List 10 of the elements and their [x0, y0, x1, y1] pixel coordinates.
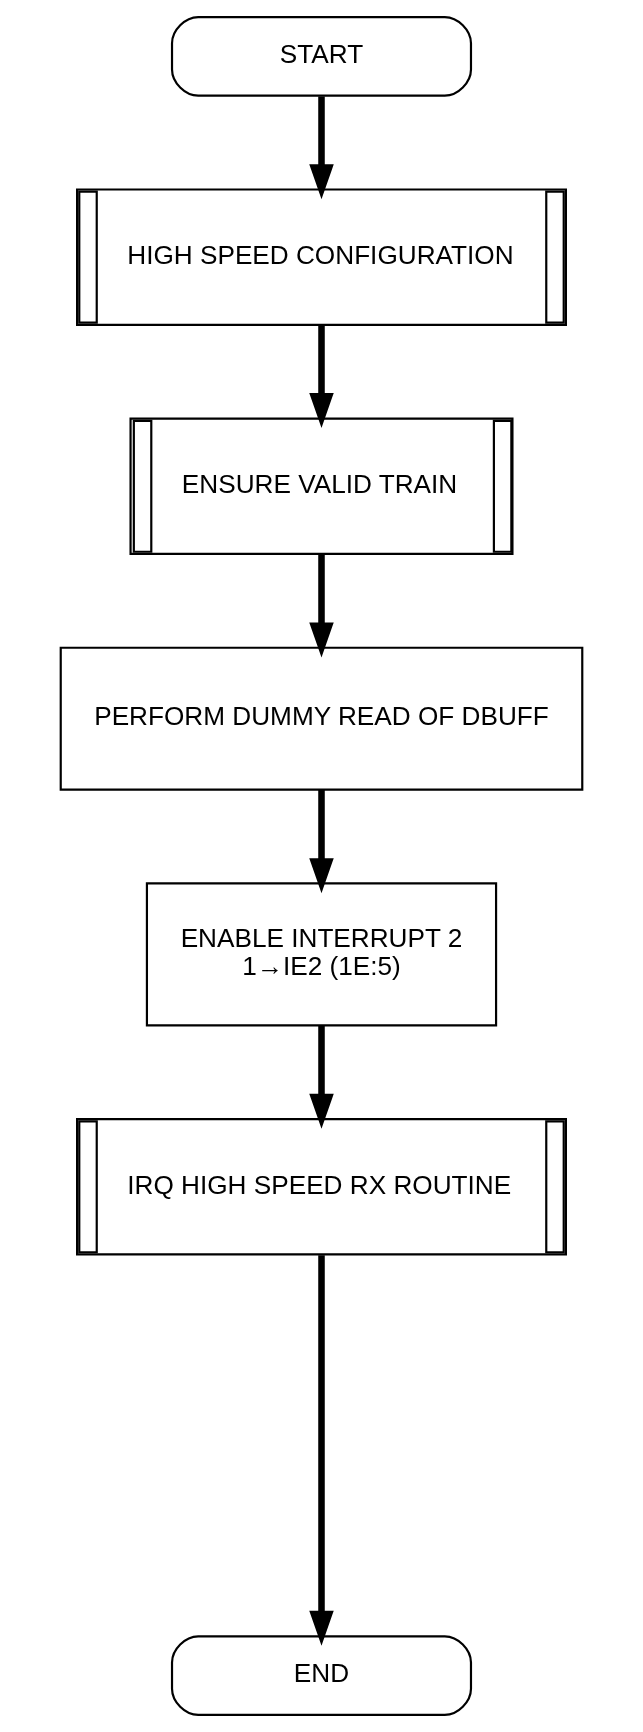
arrow — [309, 96, 334, 200]
arrow — [309, 1255, 334, 1646]
arrow — [309, 789, 334, 894]
arrow — [309, 324, 334, 428]
arrow — [309, 1025, 334, 1129]
node-box: ENABLE INTERRUPT 2 1→IE2 (1E:5) — [145, 882, 498, 1027]
node-box: PERFORM DUMMY READ OF DBUFF — [59, 646, 584, 791]
arrow — [309, 554, 334, 658]
node-box: END — [170, 1635, 473, 1716]
node-box: START — [170, 16, 473, 97]
